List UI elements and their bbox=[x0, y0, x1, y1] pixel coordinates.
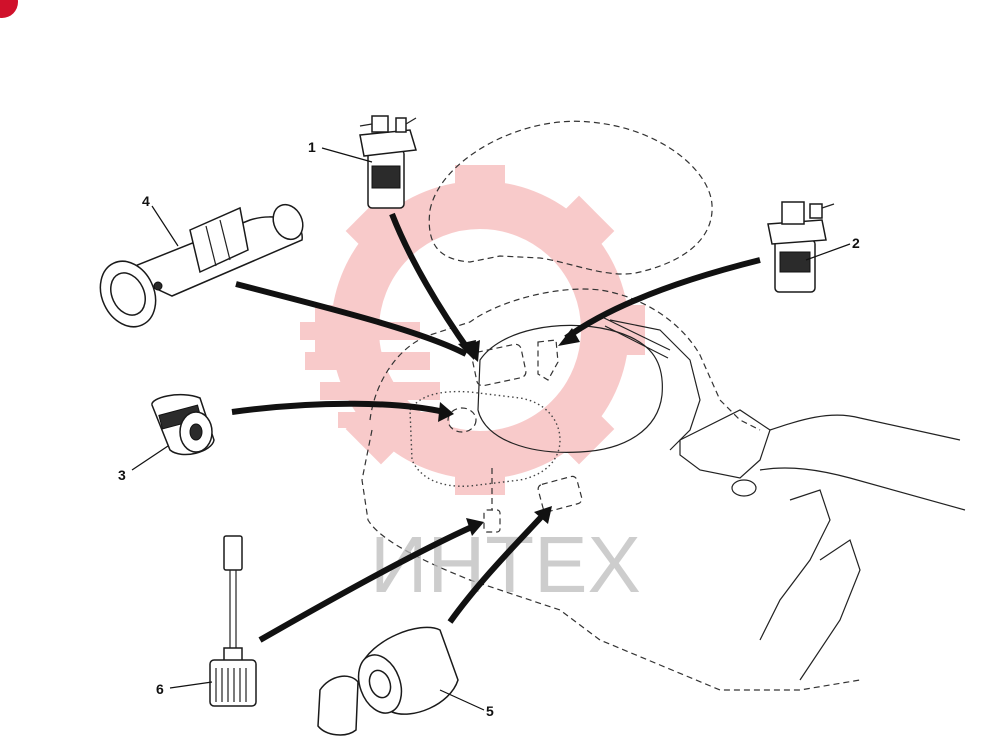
arrow-head-4 bbox=[458, 340, 476, 360]
tractor-outline bbox=[361, 120, 966, 691]
part-5-hydraulic-filter bbox=[317, 626, 459, 736]
arrow-part-4 bbox=[235, 281, 468, 357]
boom-upper bbox=[769, 414, 961, 441]
arrow-part-2 bbox=[564, 257, 761, 341]
arrow-head-3 bbox=[438, 402, 454, 422]
callout-label-5: 5 bbox=[486, 703, 494, 719]
rear-fitting bbox=[731, 479, 757, 497]
arrow-head-2 bbox=[558, 328, 580, 346]
boom-lower bbox=[759, 467, 966, 511]
callout-labels: 1 2 3 4 5 6 bbox=[118, 139, 860, 719]
corner-badge bbox=[0, 0, 18, 18]
arrow-head-5 bbox=[534, 506, 552, 524]
boom-strut bbox=[799, 539, 861, 681]
arrows bbox=[231, 212, 761, 643]
callout-label-1: 1 bbox=[308, 139, 316, 155]
console-outline bbox=[477, 324, 663, 453]
rear-platform-outline bbox=[609, 319, 701, 451]
arrow-head-6 bbox=[466, 518, 484, 536]
part-3-oil-filter bbox=[151, 393, 215, 456]
lower-frame-outline bbox=[361, 429, 861, 691]
part-1-fuel-filter bbox=[359, 115, 417, 209]
target-hydraulic-filter bbox=[537, 475, 583, 513]
arrow-part-1 bbox=[389, 212, 473, 354]
target-oil-filter bbox=[447, 407, 477, 433]
seat-rail bbox=[599, 315, 671, 359]
callout-label-2: 2 bbox=[852, 235, 860, 251]
callout-label-6: 6 bbox=[156, 681, 164, 697]
target-markers bbox=[447, 339, 583, 533]
part-6-strainer bbox=[209, 535, 257, 707]
arrow-part-6 bbox=[258, 523, 476, 643]
part-2-fuel-filter bbox=[767, 201, 835, 293]
watermark-logo bbox=[300, 165, 645, 495]
arrow-part-3 bbox=[231, 400, 445, 415]
boom-bracket bbox=[759, 489, 831, 641]
leader-lines bbox=[131, 147, 851, 711]
part-4-air-filter bbox=[99, 203, 304, 328]
rear-arm-outline bbox=[679, 409, 771, 479]
callout-label-3: 3 bbox=[118, 467, 126, 483]
frame-outline bbox=[369, 288, 761, 431]
callout-label-4: 4 bbox=[142, 193, 150, 209]
arrow-part-5 bbox=[447, 511, 547, 624]
engine-dotted-outline bbox=[409, 390, 561, 487]
watermark-text: ИНТЕХ bbox=[370, 520, 641, 609]
target-fuel-filter-2 bbox=[537, 339, 559, 381]
hood-outline bbox=[428, 120, 713, 275]
